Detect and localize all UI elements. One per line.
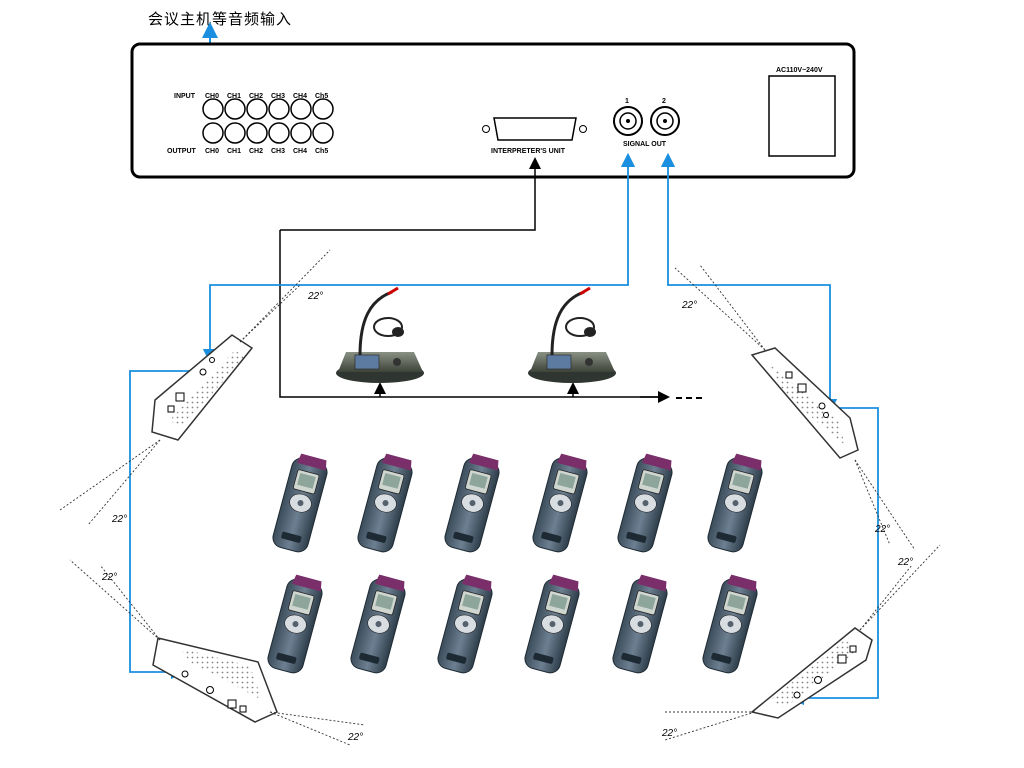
port-2-label: 2: [662, 98, 666, 105]
ir-radiator-top-right: [750, 347, 859, 459]
signal-out-port-1: [613, 106, 643, 136]
ir-receiver-5: [617, 453, 673, 553]
delegate-unit-1: [336, 286, 424, 383]
angle-label-7: 22°: [897, 557, 913, 568]
ir-radiator-bottom-right: [750, 627, 873, 719]
output-channel-label-ch0: CH0: [205, 148, 219, 155]
ir-receivers: [267, 453, 763, 674]
input-channel-labels: CH0 CH1 CH2 CH3 CH4 Ch5: [205, 93, 328, 100]
power-label: AC110V~240V: [776, 67, 823, 74]
ir-receiver-1: [272, 453, 328, 553]
output-channel-label-ch5: Ch5: [315, 148, 328, 155]
input-jacks: [202, 98, 334, 120]
output-channel-labels: CH0 CH1 CH2 CH3 CH4 Ch5: [205, 148, 328, 155]
input-label: INPUT: [174, 93, 196, 100]
angle-label-6: 22°: [874, 524, 890, 535]
ir-radiator-top-left: [151, 334, 254, 441]
ir-receiver-8: [350, 574, 406, 674]
power-socket: [768, 75, 836, 157]
input-channel-label-ch4: CH4: [293, 93, 307, 100]
ir-receiver-3: [444, 453, 500, 553]
signal-out-label: SIGNAL OUT: [623, 141, 667, 148]
angle-label-3: 22°: [101, 572, 117, 583]
angle-label-8: 22°: [661, 728, 677, 739]
ir-receiver-2: [357, 453, 413, 553]
interpreter-unit-connector: [482, 117, 587, 141]
coverage-angle-lines: [59, 249, 941, 746]
port-1-label: 1: [625, 98, 629, 105]
angle-label-4: 22°: [347, 732, 363, 743]
audio-input-title: 会议主机等音频输入: [148, 10, 293, 28]
input-channel-label-ch5: Ch5: [315, 93, 328, 100]
input-channel-label-ch1: CH1: [227, 93, 241, 100]
output-label: OUTPUT: [167, 148, 197, 155]
input-channel-label-ch3: CH3: [271, 93, 285, 100]
ir-receiver-4: [532, 453, 588, 553]
angle-label-2: 22°: [111, 514, 127, 525]
output-channel-label-ch2: CH2: [249, 148, 263, 155]
output-channel-label-ch3: CH3: [271, 148, 285, 155]
output-channel-label-ch1: CH1: [227, 148, 241, 155]
ir-receiver-7: [267, 574, 323, 674]
signal-out-port-2: [650, 106, 680, 136]
ir-receiver-6: [707, 453, 763, 553]
angle-label-5: 22°: [681, 300, 697, 311]
ir-radiator-bottom-left: [152, 637, 278, 723]
input-channel-label-ch0: CH0: [205, 93, 219, 100]
delegate-unit-2: [528, 286, 616, 383]
input-channel-label-ch2: CH2: [249, 93, 263, 100]
signal-lines: [129, 152, 879, 706]
angle-label-1: 22°: [307, 291, 323, 302]
ir-receiver-12: [702, 574, 758, 674]
output-jacks: [202, 122, 334, 144]
ir-receiver-11: [612, 574, 668, 674]
ir-receiver-10: [524, 574, 580, 674]
output-channel-label-ch4: CH4: [293, 148, 307, 155]
ir-receiver-9: [437, 574, 493, 674]
interpreter-unit-label: INTERPRETER'S UNIT: [491, 148, 566, 155]
